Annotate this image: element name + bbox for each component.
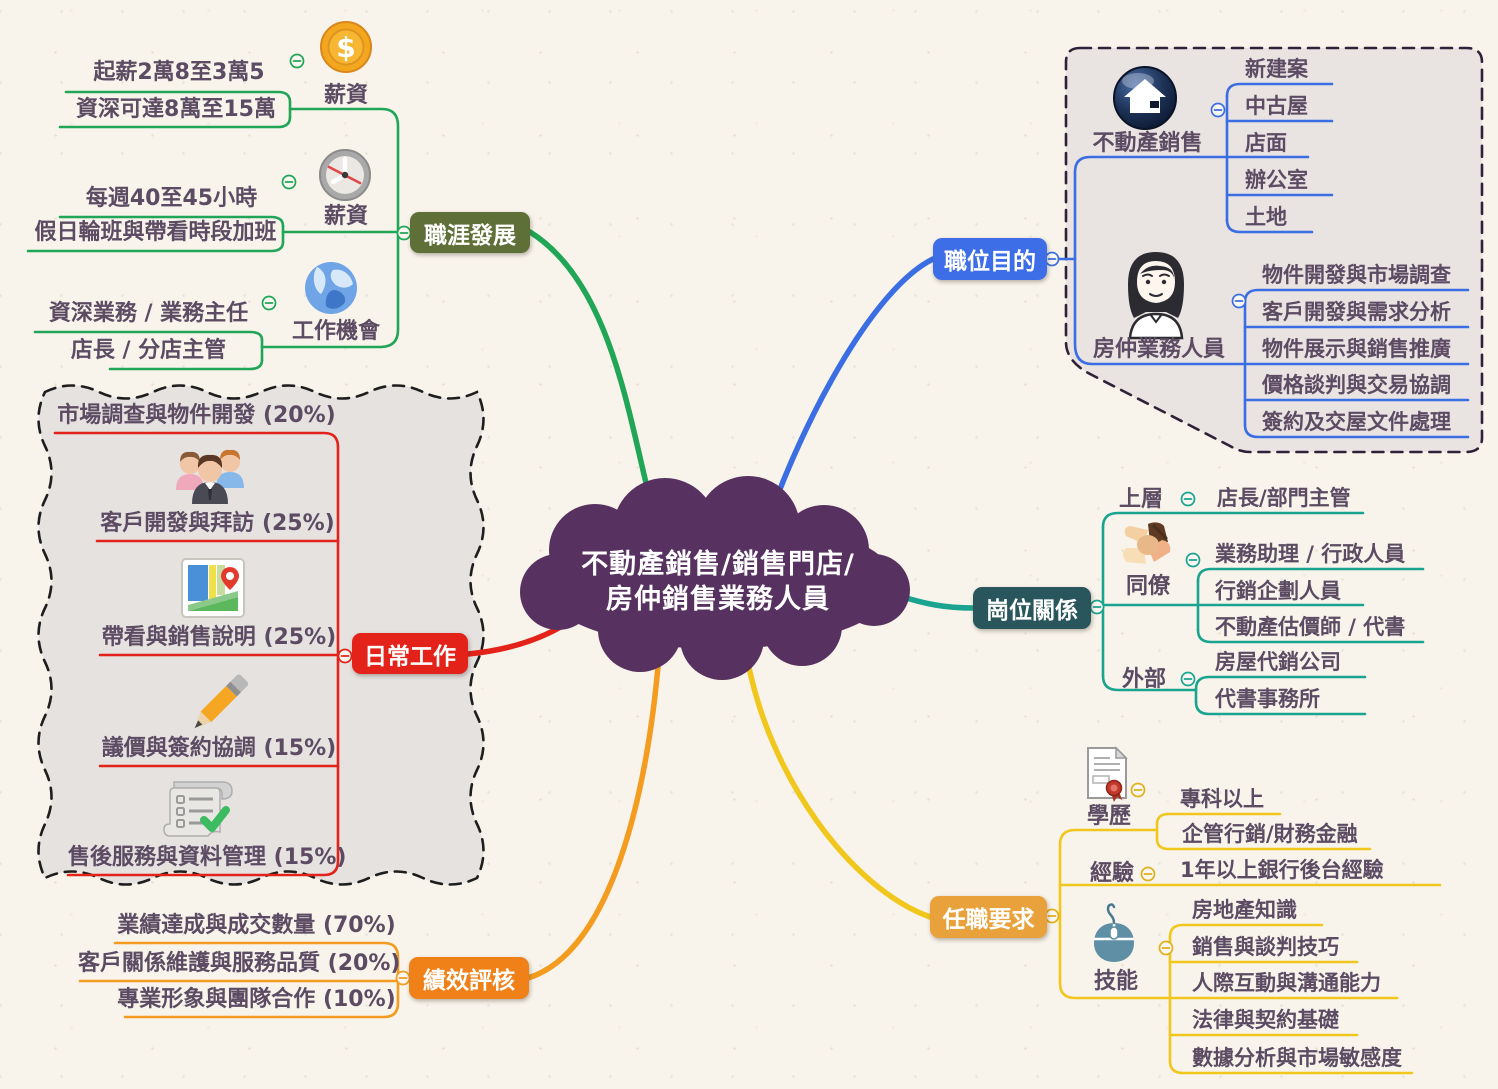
purpose-region [1064,46,1484,454]
leaf-dept-manager[interactable]: 店長/部門主管 [1217,486,1351,510]
team-icon [176,449,244,504]
leaf-housing-agency[interactable]: 房屋代銷公司 [1215,650,1341,674]
coin-icon: $ [320,21,372,73]
checklist-icon [163,781,233,837]
leaf-senior-sales[interactable]: 資深業務 / 業務主任 [48,301,249,326]
globe-icon [305,262,357,314]
leaf-deal-volume[interactable]: 業績達成與成交數量 (70%) [117,913,396,938]
leaf-scrivener-office[interactable]: 代書事務所 [1215,687,1320,711]
leaf-showing-sales[interactable]: 帶看與銷售說明 (25%) [101,625,337,650]
purpose-branch-lines [1045,82,1470,439]
leaf-service-quality[interactable]: 客戶關係維護與服務品質 (20%) [78,951,401,976]
career-branch-lines [26,90,414,371]
clock-icon [319,149,371,201]
leaf-property-promotion[interactable]: 物件展示與銷售推廣 [1262,337,1451,361]
house-icon [1113,66,1177,130]
diploma-icon [1087,746,1128,802]
leaf-junior-college[interactable]: 專科以上 [1180,787,1264,811]
leaf-business-finance[interactable]: 企管行銷/財務金融 [1182,822,1358,846]
leaf-property-development[interactable]: 物件開發與市場調查 [1262,263,1451,287]
central-topic-line2: 房仲銷售業務人員 [606,584,830,615]
leaf-price-negotiation[interactable]: 價格談判與交易協調 [1262,373,1451,397]
leaf-negotiation-skills[interactable]: 銷售與談判技巧 [1192,935,1339,959]
leaf-land[interactable]: 土地 [1245,205,1287,229]
node-salary-coin[interactable]: 薪資 [323,83,368,108]
collapse-icon[interactable] [289,53,305,69]
leaf-holiday-shift[interactable]: 假日輪班與帶看時段加班 [34,220,277,245]
leaf-realestate-knowledge[interactable]: 房地產知識 [1192,898,1297,922]
branch-career[interactable]: 職涯發展 [410,212,530,253]
collapse-icon[interactable] [1044,908,1060,924]
leaf-storefront[interactable]: 店面 [1245,131,1287,155]
collapse-icon[interactable] [1180,491,1196,507]
agent-avatar-icon [1128,252,1184,340]
daily-work-region [37,384,485,886]
leaf-market-survey[interactable]: 市場調查與物件開發 (20%) [57,403,336,428]
leaf-communication[interactable]: 人際互動與溝通能力 [1192,971,1381,995]
leaf-data-analysis[interactable]: 數據分析與市場敏感度 [1192,1046,1402,1070]
node-education[interactable]: 學歷 [1086,804,1131,829]
requirements-branch-lines [1044,812,1442,1075]
branch-purpose[interactable]: 職位目的 [933,238,1047,280]
collapse-icon[interactable] [396,225,412,241]
branch-requirements[interactable]: 任職要求 [930,896,1047,938]
collapse-icon[interactable] [1210,102,1226,118]
collapse-icon[interactable] [1185,552,1201,568]
pencil-icon [194,674,249,729]
leaf-weekly-hours[interactable]: 每週40至45小時 [85,186,258,211]
leaf-appraiser-scrivener[interactable]: 不動產估價師 / 代書 [1215,615,1406,639]
leaf-customer-analysis[interactable]: 客戶開發與需求分析 [1262,300,1451,324]
central-topic[interactable]: 不動產銷售/銷售門店/ 房仲銷售業務人員 [533,547,903,617]
leaf-office[interactable]: 辦公室 [1245,168,1308,192]
collapse-icon[interactable] [1044,251,1060,267]
map-icon [181,558,245,618]
branch-daily[interactable]: 日常工作 [352,633,468,674]
leaf-customer-visit[interactable]: 客戶開發與拜訪 (25%) [100,511,335,536]
main-branch-curves [465,229,976,981]
central-topic-cloud[interactable] [520,476,910,680]
svg-text:$: $ [336,31,355,64]
collapse-icon[interactable] [1231,293,1247,309]
leaf-starting-salary[interactable]: 起薪2萬8至3萬5 [93,60,265,85]
collapse-icon[interactable] [261,295,277,311]
branch-performance[interactable]: 績效評核 [409,957,529,999]
leaf-bargain-contract[interactable]: 議價與簽約協調 (15%) [101,736,337,761]
node-salary-clock[interactable]: 薪資 [323,204,368,229]
central-topic-line1: 不動產銷售/銷售門店/ [581,549,855,580]
node-peers[interactable]: 同僚 [1125,574,1170,599]
leaf-sales-assistant[interactable]: 業務助理 / 行政人員 [1215,542,1406,566]
node-experience[interactable]: 經驗 [1089,861,1134,886]
collapse-icon[interactable] [1130,782,1146,798]
leaf-new-construction[interactable]: 新建案 [1245,57,1308,81]
collapse-icon[interactable] [1089,599,1105,615]
collapse-icon[interactable] [337,648,353,664]
node-agent[interactable]: 房仲業務人員 [1092,337,1225,362]
node-property-sales[interactable]: 不動產銷售 [1092,131,1203,156]
leaf-bank-experience[interactable]: 1年以上銀行後台經驗 [1180,858,1384,882]
leaf-store-manager[interactable]: 店長 / 分店主管 [70,338,227,363]
leaf-teamwork[interactable]: 專業形象與團隊合作 (10%) [117,987,396,1012]
hands-icon [1123,522,1171,564]
collapse-icon[interactable] [1180,671,1196,687]
leaf-senior-salary[interactable]: 資深可達8萬至15萬 [76,97,276,122]
collapse-icon[interactable] [281,174,297,190]
collapse-buttons [261,53,1247,986]
node-upper[interactable]: 上層 [1118,487,1163,512]
leaf-contract-handling[interactable]: 簽約及交屋文件處理 [1262,410,1451,434]
leaf-legal-basics[interactable]: 法律與契約基礎 [1192,1008,1339,1032]
node-opportunity[interactable]: 工作機會 [291,319,380,344]
branch-relations[interactable]: 崗位關係 [973,587,1091,629]
node-skills[interactable]: 技能 [1093,969,1138,994]
collapse-icon[interactable] [1158,940,1174,956]
node-external[interactable]: 外部 [1121,667,1166,692]
leaf-after-sales[interactable]: 售後服務與資料管理 (15%) [68,845,347,870]
mouse-icon [1094,903,1134,962]
collapse-icon[interactable] [1140,866,1156,882]
leaf-marketing-planner[interactable]: 行銷企劃人員 [1215,579,1341,603]
leaf-used-house[interactable]: 中古屋 [1245,94,1308,118]
